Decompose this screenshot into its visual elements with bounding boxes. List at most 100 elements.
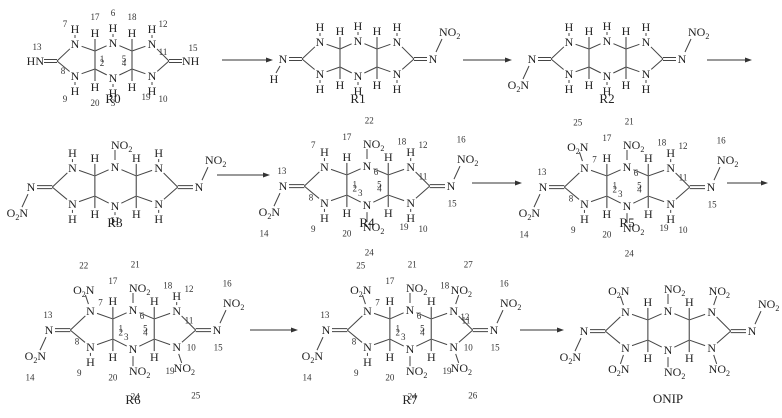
nitro-group: NO2 [406, 281, 427, 297]
ring-bond [401, 46, 415, 60]
n-no2-bond [522, 65, 530, 80]
ring-bond [346, 315, 363, 331]
atom-n12: N [449, 304, 458, 318]
atom-h20: H [386, 350, 395, 364]
n-no2-bond [578, 151, 583, 162]
ring-bond [330, 168, 348, 176]
atom-n12: N [406, 160, 415, 174]
atom-h19: H [644, 207, 653, 221]
n-no2-bond [619, 354, 624, 365]
atom-number-label: 10 [187, 342, 197, 352]
atom-n6: N [129, 303, 138, 317]
atom-n13: N [528, 52, 537, 66]
ring-bond [56, 60, 70, 72]
n-no2-bond [496, 309, 504, 324]
atom-number-label: 6 [140, 311, 145, 321]
atom-number-label: 3 [401, 332, 406, 342]
atom-n6: N [623, 160, 632, 174]
atom-number-label: 4 [143, 328, 148, 338]
atom-n13: N [45, 323, 54, 337]
atom-n9: N [71, 69, 80, 83]
atom-number-label: 9 [354, 368, 359, 378]
atom-number-label: 5 [637, 180, 642, 190]
ring-bond [588, 66, 601, 74]
arrow-head [263, 172, 270, 178]
nitro-group: NO2 [717, 153, 738, 169]
atom-h18: H [685, 295, 694, 309]
atom-n3: N [111, 199, 120, 213]
ring-bond [647, 339, 662, 348]
atom-n13: N [27, 180, 36, 194]
n-h-n7: H [316, 20, 325, 34]
atom-h20: H [343, 206, 352, 220]
ring-bond [389, 338, 404, 347]
atom-number-label: 7 [63, 19, 68, 29]
ring-bond [606, 195, 621, 204]
n-no2-bond [713, 295, 718, 306]
atom-number-label: 6 [634, 168, 639, 178]
nitro-group: O2N [302, 349, 324, 365]
ring-bond [139, 338, 155, 347]
atom-h17: H [91, 151, 100, 165]
ring-bond [388, 194, 405, 202]
atom-number-label: 1 [118, 323, 123, 333]
n-h-n3: H [109, 86, 118, 100]
atom-h20: H [109, 350, 118, 364]
ring-bond [81, 68, 96, 75]
ring-bond [415, 185, 431, 199]
ring-bond [94, 195, 109, 204]
ring-bond [119, 45, 133, 52]
nitro-group: NO2 [758, 297, 779, 313]
n-h-n10: H [666, 212, 675, 226]
atom-n9: N [565, 67, 574, 81]
ring-bond [633, 195, 649, 204]
ring-bond [364, 43, 378, 50]
atom-number-label: 5 [122, 54, 127, 64]
atom-n15: N [707, 180, 716, 194]
atom-number-label: 13 [320, 310, 330, 320]
nitro-group: NO2 [205, 153, 226, 169]
atom-n3: N [354, 69, 363, 83]
atom-number-label: 2 [118, 328, 123, 338]
atom-number-label: 7 [311, 140, 316, 150]
ring-bond [458, 329, 474, 343]
compound-name: R3 [107, 215, 122, 230]
ring-bond [431, 338, 448, 346]
n-no2-bond [453, 165, 461, 180]
ring-bond [650, 58, 664, 70]
atom-n6: N [363, 159, 372, 173]
atom-h17: H [109, 294, 118, 308]
atom-number-label: 15 [491, 342, 501, 352]
atom-number-label: 16 [457, 134, 467, 144]
atom-number-label: 6 [417, 311, 422, 321]
ring-bond [346, 168, 361, 176]
n-h-n9: H [363, 355, 372, 369]
ring-bond [131, 45, 146, 52]
atom-n3: N [603, 69, 612, 83]
ring-bond [136, 169, 153, 177]
compound-name: R0 [105, 91, 120, 106]
atom-number-label: 8 [569, 194, 574, 204]
nitro-group: NO2 [439, 25, 460, 41]
atom-n6: N [354, 34, 363, 48]
atom-number-label: 11 [679, 172, 688, 182]
atom-n13: N [580, 324, 589, 338]
atom-number-label: 20 [91, 98, 101, 108]
atom-number-label: 16 [500, 278, 510, 288]
n-h-n12: H [406, 145, 415, 159]
atom-number-label: 18 [128, 12, 138, 22]
atom-number-label: 24 [625, 249, 635, 259]
ring-bond [112, 312, 127, 320]
ring-bond [163, 186, 179, 200]
atom-h19: H [622, 78, 631, 92]
ring-bond [78, 169, 96, 177]
ring-bond [675, 172, 691, 188]
atom-number-label: 11 [462, 315, 471, 325]
atom-h17: H [336, 24, 345, 38]
